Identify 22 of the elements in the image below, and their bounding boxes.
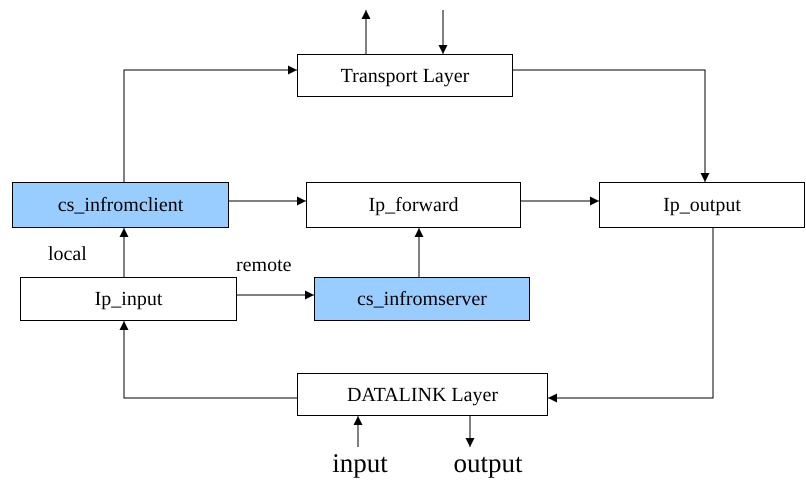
arrow bbox=[228, 196, 306, 206]
arrow bbox=[520, 196, 600, 206]
arrow bbox=[548, 228, 714, 402]
io-label: output bbox=[441, 447, 535, 479]
arrow bbox=[512, 70, 710, 182]
process-box: cs_infromclient bbox=[12, 182, 229, 228]
io-label: input bbox=[322, 447, 398, 479]
process-box: DATALINK Layer bbox=[297, 373, 548, 416]
process-box: Ip_input bbox=[20, 277, 237, 321]
arrow bbox=[414, 228, 424, 278]
process-box: Ip_output bbox=[599, 182, 805, 228]
arrow bbox=[466, 416, 474, 448]
process-box: Transport Layer bbox=[297, 54, 513, 97]
process-box: cs_infromserver bbox=[314, 277, 530, 321]
arrow bbox=[236, 290, 314, 300]
arrow bbox=[354, 416, 362, 448]
process-box: Ip_forward bbox=[306, 182, 521, 228]
arrow bbox=[124, 66, 298, 182]
arrow bbox=[120, 228, 128, 278]
arrow bbox=[362, 10, 370, 54]
arrow bbox=[438, 10, 448, 54]
arrow bbox=[120, 320, 298, 398]
